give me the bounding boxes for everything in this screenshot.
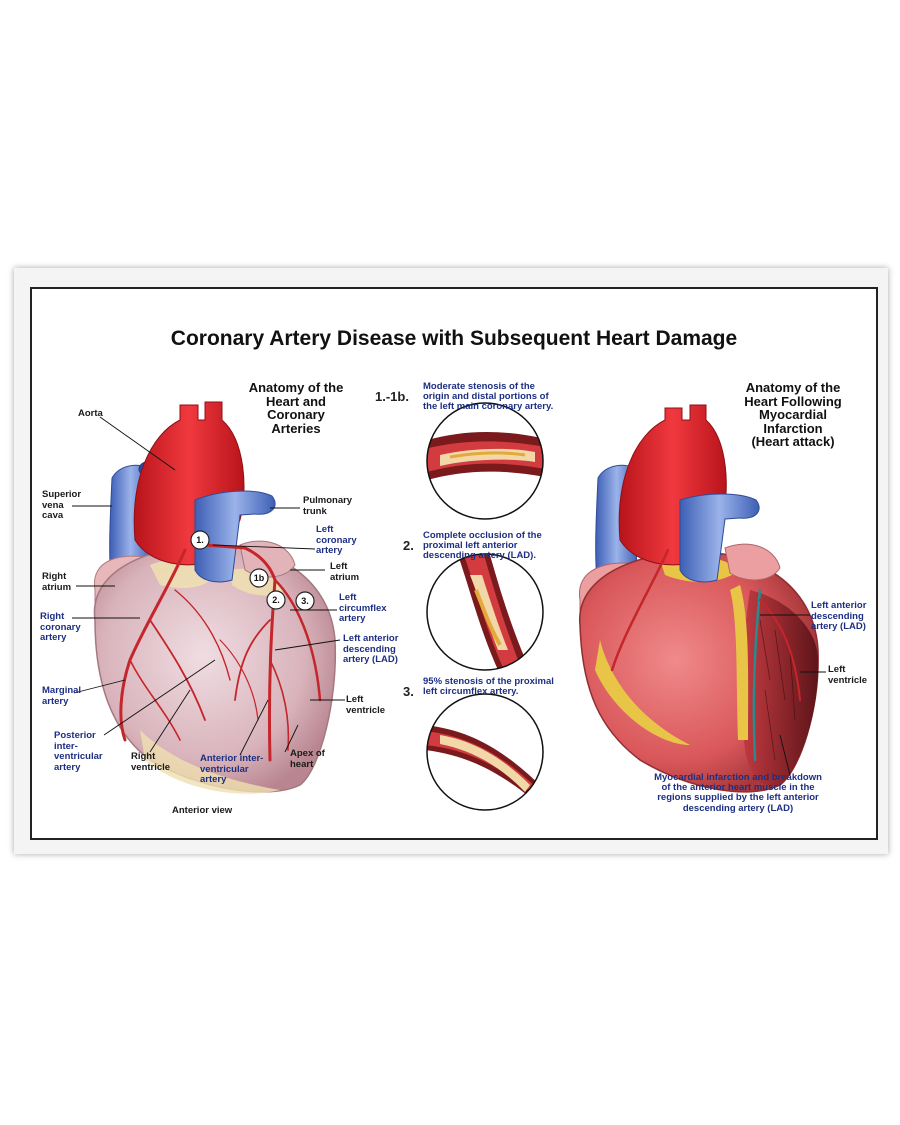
item-1-caption: Moderate stenosis of the origin and dist… xyxy=(423,381,554,413)
item-3-caption: 95% stenosis of the proximal left circum… xyxy=(423,676,554,698)
item-3-number: 3. xyxy=(403,684,414,699)
label-posterior-interventricular-artery: Posterior inter- ventricular artery xyxy=(54,730,103,773)
label-lad: Left anterior descending artery (LAD) xyxy=(343,633,399,665)
label-apex-of-heart: Apex of heart xyxy=(290,748,325,770)
stenosis-circle-3 xyxy=(426,693,544,811)
label-pulmonary-trunk: Pulmonary trunk xyxy=(303,495,353,517)
marker-1: 1. xyxy=(196,535,204,545)
right-caption: Myocardial infarction and breakdown of t… xyxy=(654,772,822,814)
right-heading: Anatomy of the Heart Following Myocardia… xyxy=(744,380,842,449)
label-right-ventricle: Right ventricle xyxy=(131,751,171,773)
stenosis-circle-2 xyxy=(426,553,544,671)
label-left-circumflex-artery: Left circumflex artery xyxy=(339,592,387,624)
label-anterior-interventricular-artery: Anterior inter- ventricular artery xyxy=(200,753,264,785)
right-leader-lines xyxy=(760,614,826,776)
item-2-number: 2. xyxy=(403,538,414,553)
marker-3: 3. xyxy=(301,596,309,606)
label-left-coronary-artery: Left coronary artery xyxy=(316,524,357,556)
label-superior-vena-cava: Superior vena cava xyxy=(42,489,82,521)
label-anterior-view: Anterior view xyxy=(172,805,233,816)
left-heart-illustration xyxy=(93,401,337,794)
label-marginal-artery: Marginal artery xyxy=(42,685,82,707)
left-heading: Anatomy of the Heart and Coronary Arteri… xyxy=(248,380,344,436)
label-right-lad: Left anterior descending artery (LAD) xyxy=(811,600,867,632)
label-left-atrium: Left atrium xyxy=(330,561,360,583)
marker-1b: 1b xyxy=(254,573,265,583)
item-2-caption: Complete occlusion of the proximal left … xyxy=(423,530,542,562)
label-right-coronary-artery: Right coronary artery xyxy=(40,611,81,643)
left-leader-lines xyxy=(72,416,345,756)
label-right-left-ventricle: Left ventricle xyxy=(828,664,868,686)
right-heart-illustration xyxy=(578,404,819,793)
label-left-ventricle: Left ventricle xyxy=(346,694,386,716)
marker-2: 2. xyxy=(272,595,280,605)
label-aorta: Aorta xyxy=(78,408,103,419)
label-right-atrium: Right atrium xyxy=(42,571,72,593)
stenosis-circle-1 xyxy=(426,402,544,520)
item-1-number: 1.-1b. xyxy=(375,389,409,404)
poster-title: Coronary Artery Disease with Subsequent … xyxy=(170,327,738,350)
